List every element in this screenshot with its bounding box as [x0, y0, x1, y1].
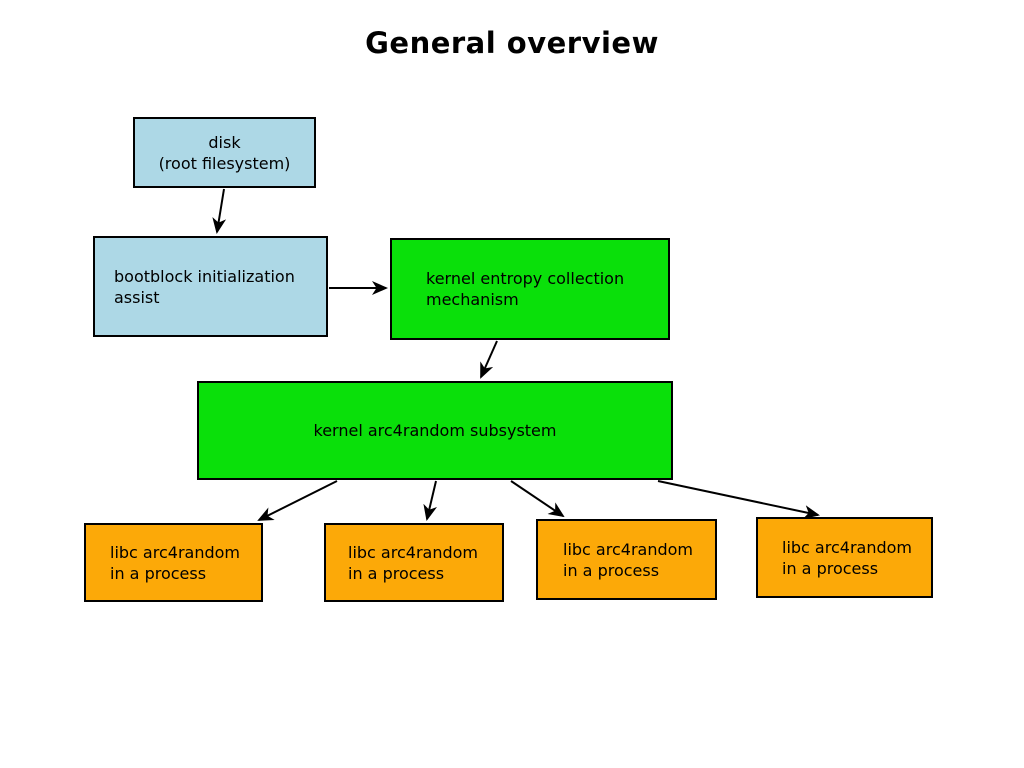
node-bootblock-initialization-assist: bootblock initialization assist: [93, 236, 328, 337]
node-bootblock-line2: assist: [114, 287, 160, 307]
node-arc4random-label: kernel arc4random subsystem: [313, 421, 557, 440]
node-libc-arc4random-process-4: libc arc4random in a process: [756, 517, 933, 598]
node-disk-line1: disk: [208, 132, 241, 152]
node-libc2-line1: libc arc4random: [348, 542, 478, 562]
node-libc-arc4random-process-1: libc arc4random in a process: [84, 523, 263, 602]
node-libc3-line1: libc arc4random: [563, 539, 693, 559]
node-kernel-arc4random-subsystem: kernel arc4random subsystem: [197, 381, 673, 480]
arrow-entropy-to-arc4random: [480, 340, 498, 379]
arrow-arc4random-to-libc-3: [657, 480, 820, 519]
node-libc1-line2: in a process: [110, 563, 207, 583]
diagram-title: General overview: [365, 26, 659, 60]
node-libc4-line2: in a process: [782, 558, 879, 578]
node-disk-line2: (root filesystem): [158, 153, 291, 173]
node-libc1-line1: libc arc4random: [110, 542, 240, 562]
node-entropy-line2: mechanism: [426, 290, 519, 309]
node-libc2-line2: in a process: [348, 563, 445, 583]
node-libc-arc4random-process-3: libc arc4random in a process: [536, 519, 717, 600]
node-libc3-line2: in a process: [563, 560, 660, 580]
arrow-disk-to-bootblock: [212, 188, 227, 234]
arrow-arc4random-to-libc-2: [510, 480, 565, 518]
node-entropy-line1: kernel entropy collection: [426, 269, 625, 288]
arrow-arc4random-to-libc-1: [423, 480, 438, 521]
node-kernel-entropy-collection: kernel entropy collection mechanism: [390, 238, 670, 340]
node-bootblock-line1: bootblock initialization: [114, 266, 295, 286]
node-libc-arc4random-process-2: libc arc4random in a process: [324, 523, 504, 602]
node-libc4-line1: libc arc4random: [782, 537, 912, 557]
arrow-arc4random-to-libc-0: [257, 480, 338, 521]
node-disk: disk (root filesystem): [133, 117, 316, 188]
